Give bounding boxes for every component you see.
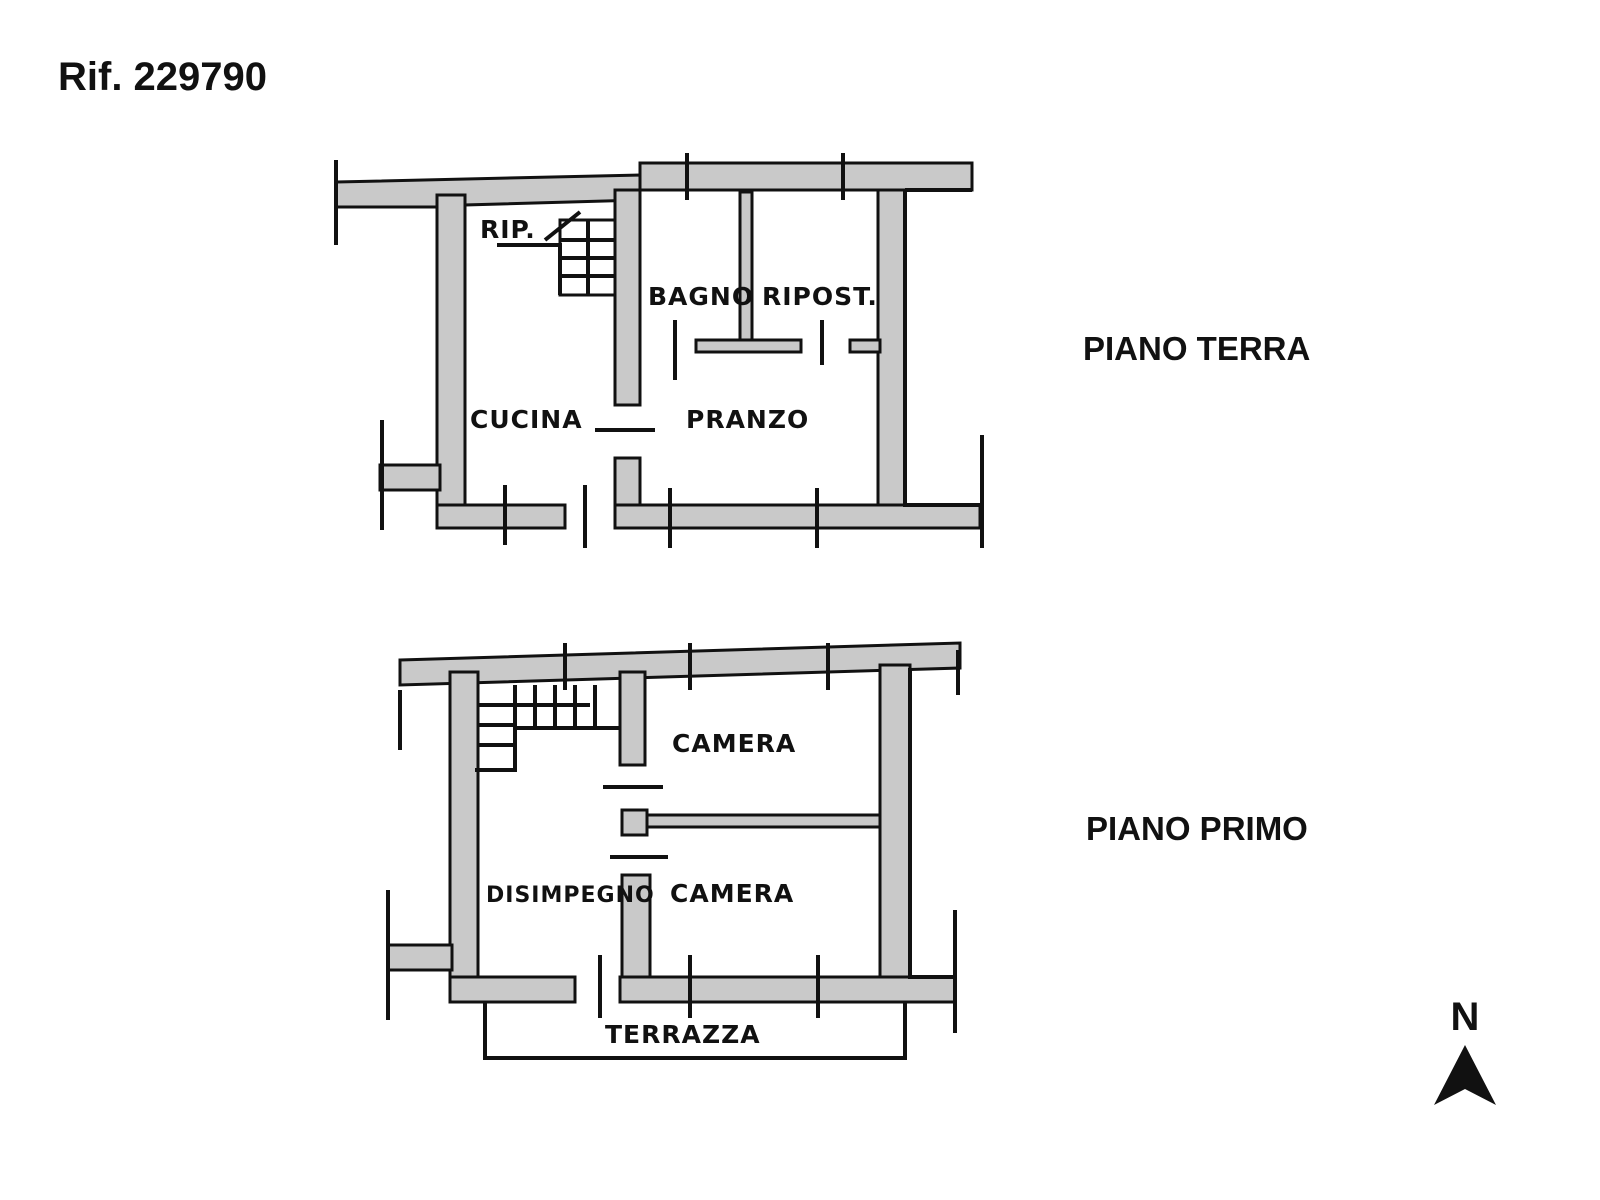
north-arrow-icon xyxy=(1434,1045,1496,1105)
room-label-camera-1: CAMERA xyxy=(672,729,796,758)
floor-label-first: PIANO PRIMO xyxy=(1086,810,1308,847)
room-label-terrazza: TERRAZZA xyxy=(605,1020,761,1049)
stairs-icon xyxy=(475,685,620,772)
room-label-rip: RIP. xyxy=(480,215,536,244)
room-label-pranzo: PRANZO xyxy=(686,405,809,434)
first-floor-plan: CAMERA CAMERA DISIMPEGNO TERRAZZA xyxy=(386,641,962,1060)
room-label-ripost: RIPOST. xyxy=(762,282,878,311)
compass: N xyxy=(1432,995,1498,1114)
room-label-disimpegno: DISIMPEGNO xyxy=(486,883,655,908)
stairs-icon xyxy=(497,210,617,297)
floor-label-ground: PIANO TERRA xyxy=(1083,330,1311,367)
room-label-bagno: BAGNO xyxy=(648,282,754,311)
compass-label: N xyxy=(1450,995,1480,1039)
room-label-camera-2: CAMERA xyxy=(670,879,794,908)
reference-number: Rif. 229790 xyxy=(58,55,268,99)
ground-floor-plan: RIP. BAGNO RIPOST. CUCINA PRANZO xyxy=(334,153,984,548)
room-label-cucina: CUCINA xyxy=(470,405,583,434)
